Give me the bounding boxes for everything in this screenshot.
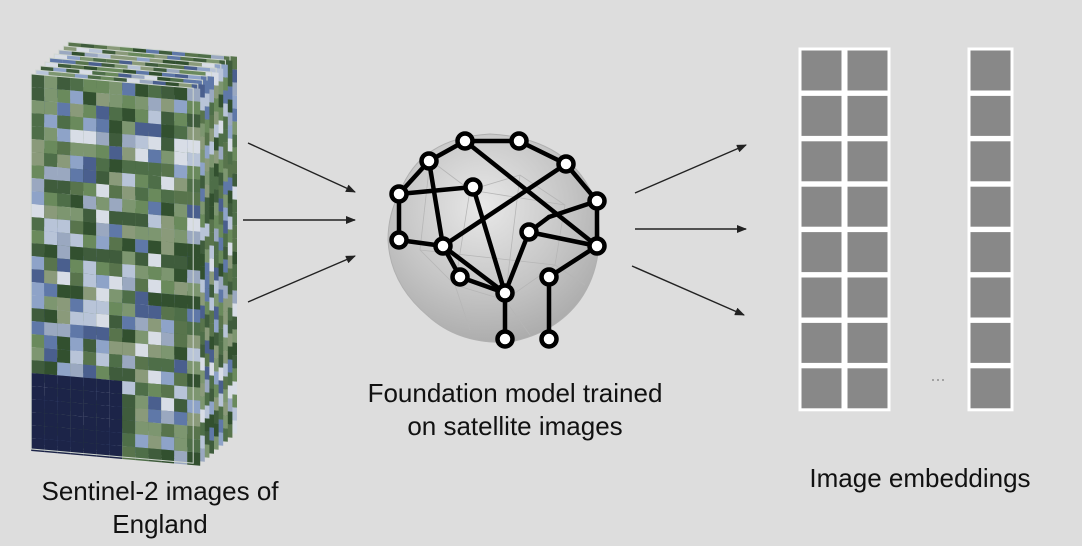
input-arrow-top xyxy=(247,142,356,193)
embedding-cell xyxy=(844,183,891,230)
network-node xyxy=(455,131,475,151)
network-node xyxy=(463,177,483,197)
embedding-cell xyxy=(967,365,1014,412)
embedding-cell xyxy=(967,229,1014,276)
input-caption: Sentinel-2 images of England xyxy=(10,475,310,541)
embedding-cell xyxy=(967,319,1014,366)
brain-sphere xyxy=(387,133,600,343)
network-node xyxy=(587,236,607,256)
satellite-image-layer xyxy=(30,73,201,466)
embedding-cell xyxy=(967,138,1014,185)
network-node xyxy=(539,329,559,349)
network-nodes xyxy=(389,131,607,349)
network-node xyxy=(433,236,453,256)
input-caption-line1: Sentinel-2 images of xyxy=(41,476,279,506)
network-node xyxy=(389,230,409,250)
embedding-cell xyxy=(844,138,891,185)
output-arrow-top xyxy=(634,144,747,194)
embedding-cell xyxy=(798,229,845,276)
embedding-cell xyxy=(798,92,845,139)
sphere-facets xyxy=(419,159,586,336)
model-caption: Foundation model trained on satellite im… xyxy=(335,377,695,443)
embedding-cell xyxy=(844,92,891,139)
network-node xyxy=(587,191,607,211)
embedding-grid-icon xyxy=(798,47,1014,412)
model-caption-line1: Foundation model trained xyxy=(367,378,663,408)
network-node xyxy=(556,154,576,174)
embedding-cell xyxy=(844,365,891,412)
embedding-cell xyxy=(967,92,1014,139)
embedding-cell xyxy=(798,47,845,94)
network-node xyxy=(539,267,559,287)
embedding-ellipsis: ... xyxy=(930,365,945,385)
embedding-cell xyxy=(844,47,891,94)
input-arrow-bottom xyxy=(247,255,356,303)
embedding-cell xyxy=(798,319,845,366)
network-node xyxy=(389,184,409,204)
input-arrows xyxy=(243,142,356,303)
output-caption-line1: Image embeddings xyxy=(809,463,1031,493)
output-caption: Image embeddings xyxy=(780,462,1060,495)
model-caption-line2: on satellite images xyxy=(407,411,623,441)
network-node xyxy=(519,222,539,242)
embedding-cell xyxy=(798,274,845,321)
embedding-cell xyxy=(798,365,845,412)
embedding-cell xyxy=(798,138,845,185)
input-caption-line2: England xyxy=(112,509,208,539)
output-arrows xyxy=(631,144,747,316)
satellite-image-stack-icon xyxy=(30,41,237,466)
network-node xyxy=(450,267,470,287)
embedding-cell xyxy=(844,319,891,366)
embedding-cell xyxy=(967,274,1014,321)
neural-network-brain-icon xyxy=(387,131,607,349)
embedding-cell xyxy=(967,47,1014,94)
network-node xyxy=(495,329,515,349)
embedding-cell xyxy=(967,183,1014,230)
embedding-cell xyxy=(844,229,891,276)
network-node xyxy=(509,131,529,151)
embedding-cell xyxy=(798,183,845,230)
embedding-cell xyxy=(844,274,891,321)
network-node xyxy=(495,283,515,303)
output-arrow-bottom xyxy=(631,265,745,316)
network-node xyxy=(419,151,439,171)
